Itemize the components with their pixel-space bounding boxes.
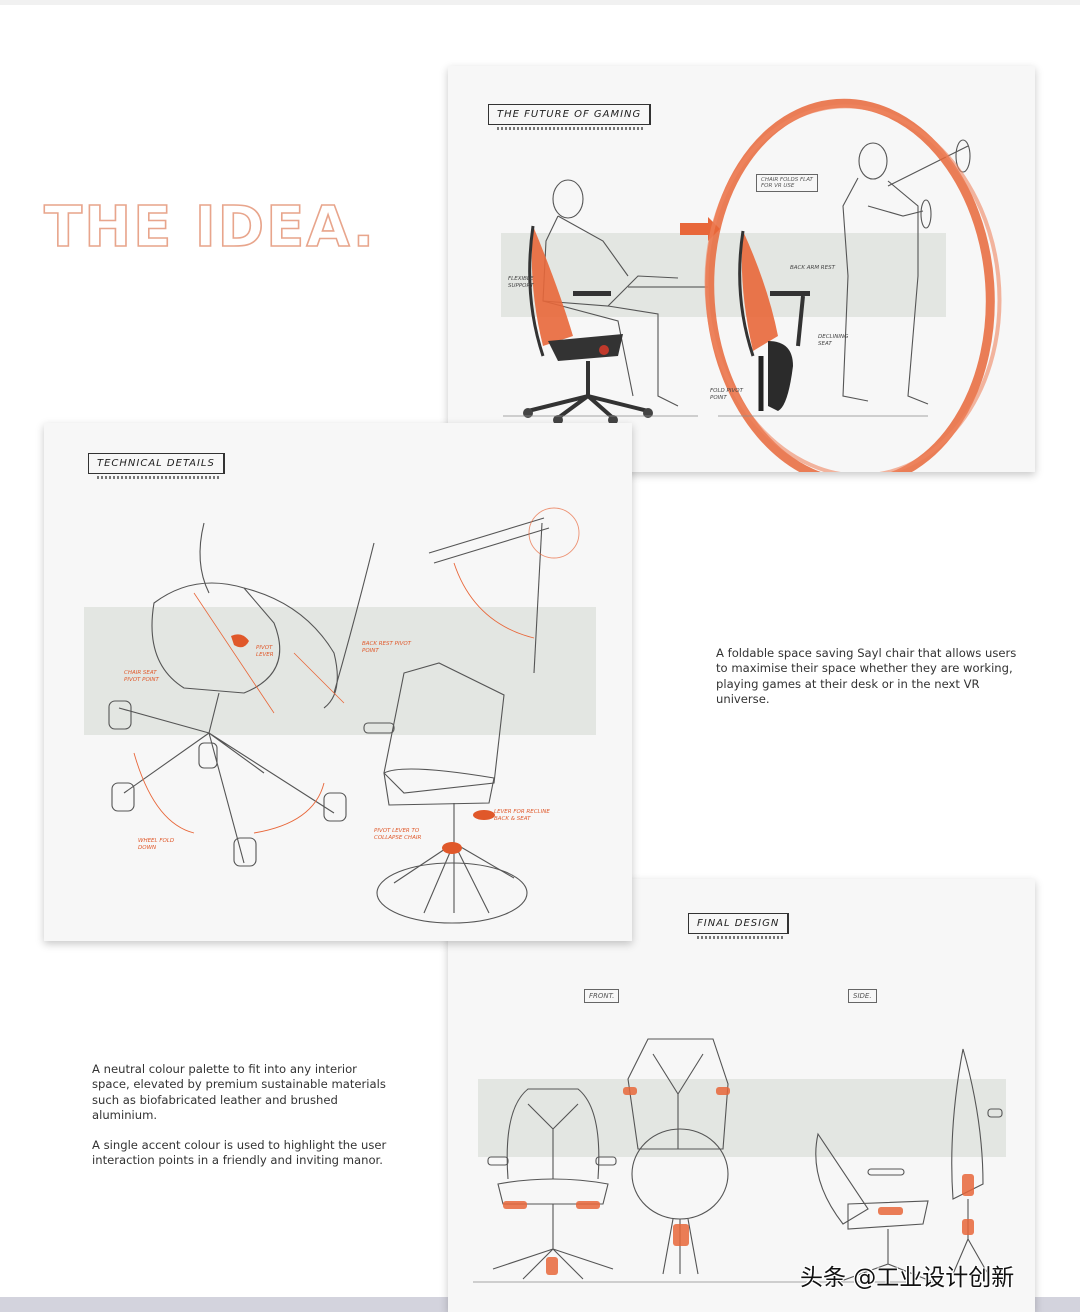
technical-sketch-illustration xyxy=(84,507,596,924)
technical-details-label: Technical Details xyxy=(88,453,225,479)
top-divider-strip xyxy=(0,0,1080,5)
pivot-lever-base-note: Pivot lever to collapse chair xyxy=(374,828,422,841)
material-palette-description: A neutral colour palette to fit into any… xyxy=(92,1062,392,1169)
future-of-gaming-card: The Future of Gaming Chair folds flat fo… xyxy=(448,66,1035,472)
gaming-sketch-illustration xyxy=(501,98,1002,472)
declining-seat-note: Declining Seat xyxy=(818,334,849,347)
page-title: THE IDEA. xyxy=(43,195,377,261)
foldable-chair-description: A foldable space saving Sayl chair that … xyxy=(716,646,1017,706)
final-design-card: Final Design Front. Side. xyxy=(448,879,1035,1312)
arm-rest-note: Back arm rest xyxy=(790,265,835,271)
accent-paragraph: A single accent colour is used to highli… xyxy=(92,1138,387,1168)
final-design-sketch-illustration xyxy=(473,1038,1006,1285)
future-of-gaming-label: The Future of Gaming xyxy=(488,104,652,130)
wheel-fold-note: Wheel fold down xyxy=(138,838,175,851)
front-view-label: Front. xyxy=(584,989,620,1003)
back-rest-pivot-note: Back rest pivot point xyxy=(362,641,412,654)
source-watermark: 头条 @工业设计创新 xyxy=(800,1265,1015,1291)
final-design-label: Final Design xyxy=(688,913,790,939)
technical-details-card: Technical Details Pivot lever Back rest … xyxy=(44,423,632,941)
flexible-support-note: Flexible Support xyxy=(508,276,534,289)
pivot-lever-note: Pivot lever xyxy=(256,645,274,658)
chair-folds-note: Chair folds flat for VR use xyxy=(756,174,818,192)
side-view-label: Side. xyxy=(848,989,877,1003)
palette-paragraph: A neutral colour palette to fit into any… xyxy=(92,1062,386,1122)
lever-recline-note: Lever for recline back & seat xyxy=(494,809,550,822)
chair-seat-pivot-note: Chair seat pivot point xyxy=(124,670,159,683)
fold-pivot-note: Fold pivot point xyxy=(710,388,743,401)
